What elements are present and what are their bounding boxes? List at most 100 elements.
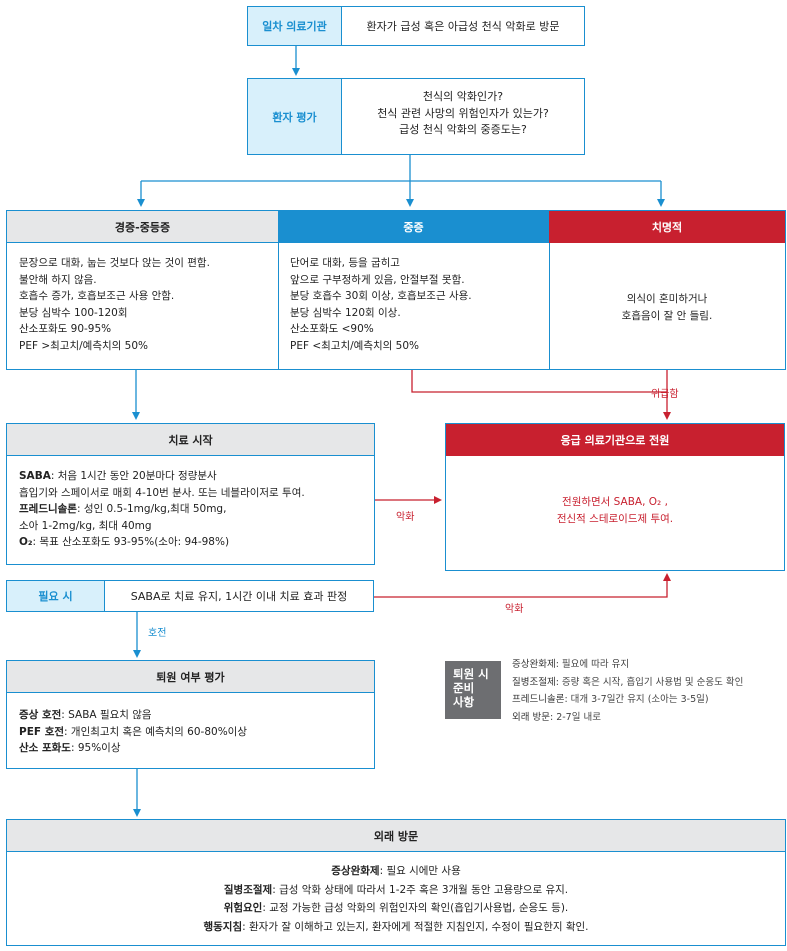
outpatient-line: 위험요인: 교정 가능한 급성 악화의 위험인자의 확인(흡입기사용법, 순응도… (7, 899, 785, 918)
outpatient-term: 행동지침 (203, 920, 243, 933)
column-divider (549, 243, 550, 369)
discharge-prep-tag-line: 사항 (453, 695, 475, 709)
outpatient-detail: : 환자가 잘 이해하고 있는지, 환자에게 적절한 지침인지, 수정이 필요한… (242, 920, 589, 933)
criteria-line: 불안해 하지 않음. (19, 273, 97, 286)
prep-value: : 2-7일 내로 (549, 711, 601, 723)
treatment-detail: : 성인 0.5-1mg/kg,최대 50mg, (76, 503, 227, 515)
discharge-term: 증상 호전 (19, 709, 62, 721)
prep-value: : 대개 3-7일간 유지 (소아는 3-5일) (564, 694, 709, 705)
discharge-term: PEF 호전 (19, 725, 65, 738)
discharge-prep-list: 증상완화제: 필요에 따라 유지 질병조절제: 증량 혹은 시작, 흡입기 사용… (512, 656, 784, 726)
treatment-detail: : 목표 산소포화도 93-95%(소아: 94-98%) (32, 536, 230, 548)
treatment-line: 흡입기와 스페이서로 매회 4-10번 분사. 또는 네블라이저로 투여. (19, 485, 369, 502)
visit-reason-text: 환자가 급성 혹은 아급성 천식 악화로 방문 (366, 20, 560, 33)
outpatient-term: 질병조절제 (223, 883, 273, 896)
assessment-questions: 천식의 악화인가? 천식 관련 사망의 위험인자가 있는가? 급성 천식 악화의… (342, 89, 584, 139)
outpatient-visit-header: 외래 방문 (7, 820, 785, 852)
prep-value: : 필요에 따라 유지 (555, 659, 630, 670)
mild-moderate-criteria: 문장으로 대화, 눕는 것보다 앉는 것이 편함. 불안해 하지 않음. 호흡수… (19, 255, 274, 354)
assessment-question: 천식 관련 사망의 위험인자가 있는가? (377, 106, 549, 120)
outpatient-line: 증상완화제: 필요 시에만 사용 (7, 862, 785, 881)
severity-table: 경증-중등증 중증 치명적 문장으로 대화, 눕는 것보다 앉는 것이 편함. … (6, 210, 786, 370)
treatment-line: 소아 1-2mg/kg, 최대 40mg (19, 518, 369, 535)
prep-value: : 증량 혹은 시작, 흡입기 사용법 및 순응도 확인 (555, 676, 744, 688)
emergency-transfer-header: 응급 의료기관으로 전원 (446, 424, 784, 456)
emergency-line: 전원하면서 SABA, O₂ , (562, 496, 668, 508)
discharge-criteria: 증상 호전: SABA 필요치 않음 PEF 호전: 개인최고치 혹은 예측치의… (19, 707, 369, 757)
discharge-prep-item: 프레드니솔론: 대개 3-7일간 유지 (소아는 3-5일) (512, 691, 784, 709)
patient-assessment-box: 환자 평가 천식의 악화인가? 천식 관련 사망의 위험인자가 있는가? 급성 … (247, 78, 585, 155)
criteria-line: 산소포화도 90-95% (19, 323, 112, 335)
outpatient-detail: : 교정 가능한 급성 악화의 위험인자의 확인(흡입기사용법, 순응도 등). (262, 902, 569, 914)
criteria-line: 호흡음이 잘 안 들림. (621, 309, 713, 322)
discharge-prep-item: 외래 방문: 2-7일 내로 (512, 709, 784, 727)
primary-care-label: 일차 의료기관 (248, 7, 342, 45)
emergency-transfer-instructions: 전원하면서 SABA, O₂ , 전신적 스테로이드제 투여. (446, 494, 784, 527)
column-divider (278, 243, 279, 369)
outpatient-visit-box: 외래 방문 증상완화제: 필요 시에만 사용 질병조절제: 급성 악화 상태에 … (6, 819, 786, 946)
criteria-line: 단어로 대화, 등을 굽히고 (290, 257, 400, 269)
outpatient-term: 위험요인 (223, 902, 263, 914)
treatment-detail: 소아 1-2mg/kg, 최대 40mg (19, 519, 152, 532)
discharge-line: PEF 호전: 개인최고치 혹은 예측치의 60-80%이상 (19, 724, 369, 741)
prep-key: 증상완화제 (512, 659, 556, 670)
patient-assessment-label: 환자 평가 (248, 79, 342, 154)
fatal-header: 치명적 (549, 211, 785, 243)
severe-criteria: 단어로 대화, 등을 굽히고 앞으로 구부정하게 있음, 안절부절 못함. 분당… (290, 255, 545, 354)
outpatient-instructions: 증상완화제: 필요 시에만 사용 질병조절제: 급성 악화 상태에 따라서 1-… (7, 862, 785, 936)
treatment-term: SABA (19, 470, 51, 482)
criteria-line: 분당 심박수 100-120회 (19, 306, 128, 319)
discharge-prep-item: 질병조절제: 증량 혹은 시작, 흡입기 사용법 및 순응도 확인 (512, 674, 784, 692)
treatment-instructions: SABA: 처음 1시간 동안 20분마다 정량분사 흡입기와 스페이서로 매회… (19, 468, 369, 551)
discharge-term: 산소 포화도 (19, 742, 71, 754)
mild-moderate-header: 경증-중등증 (7, 211, 278, 243)
treatment-line: 프레드니솔론: 성인 0.5-1mg/kg,최대 50mg, (19, 501, 369, 518)
treatment-detail: : 처음 1시간 동안 20분마다 정량분사 (50, 470, 217, 482)
treatment-line: SABA: 처음 1시간 동안 20분마다 정량분사 (19, 468, 369, 485)
treatment-line: O₂: 목표 산소포화도 93-95%(소아: 94-98%) (19, 534, 369, 551)
emergency-transfer-box: 응급 의료기관으로 전원 전원하면서 SABA, O₂ , 전신적 스테로이드제… (445, 423, 785, 571)
outpatient-detail: : 필요 시에만 사용 (379, 865, 461, 877)
discharge-prep-tag-line: 퇴원 시 (453, 667, 489, 681)
worsen-edge-label: 악화 (396, 512, 415, 523)
outpatient-term: 증상완화제 (331, 865, 380, 877)
assessment-question: 천식의 악화인가? (422, 90, 504, 103)
criteria-line: 분당 호흡수 30회 이상, 호흡보조근 사용. (290, 290, 472, 302)
discharge-line: 증상 호전: SABA 필요치 않음 (19, 707, 369, 724)
criteria-line: 의식이 혼미하거나 (626, 293, 708, 305)
prep-key: 질병조절제 (512, 676, 556, 688)
outpatient-line: 행동지침: 환자가 잘 이해하고 있는지, 환자에게 적절한 지침인지, 수정이… (7, 918, 785, 937)
treatment-term: O₂ (19, 536, 33, 548)
primary-care-box: 일차 의료기관 환자가 급성 혹은 아급성 천식 악화로 방문 (247, 6, 585, 46)
worsen-edge-label: 악화 (505, 604, 524, 615)
fatal-criteria: 의식이 혼미하거나 호흡음이 잘 안 들림. (549, 291, 785, 324)
outpatient-detail: : 급성 악화 상태에 따라서 1-2주 혹은 3개월 동안 고용량으로 유지. (272, 883, 569, 896)
as-needed-label: 필요 시 (7, 581, 105, 611)
discharge-evaluation-header: 퇴원 여부 평가 (7, 661, 374, 693)
discharge-prep-tag-line: 준비 (453, 681, 475, 695)
criteria-line: 호흡수 증가, 호흡보조근 사용 안함. (19, 290, 175, 302)
emergency-line: 전신적 스테로이드제 투여. (556, 512, 674, 525)
treatment-start-header: 치료 시작 (7, 424, 374, 456)
urgent-edge-label: 위급함 (651, 389, 679, 400)
criteria-line: 산소포화도 <90% (290, 323, 374, 335)
criteria-line: 문장으로 대화, 눕는 것보다 앉는 것이 편함. (19, 257, 210, 269)
discharge-detail: : SABA 필요치 않음 (61, 709, 152, 721)
prep-key: 프레드니솔론 (512, 694, 565, 705)
criteria-line: 분당 심박수 120회 이상. (290, 306, 401, 319)
discharge-prep-tag: 퇴원 시 준비 사항 (445, 661, 501, 719)
discharge-line: 산소 포화도: 95%이상 (19, 740, 369, 757)
outpatient-line: 질병조절제: 급성 악화 상태에 따라서 1-2주 혹은 3개월 동안 고용량으… (7, 881, 785, 900)
treatment-detail: 흡입기와 스페이서로 매회 4-10번 분사. 또는 네블라이저로 투여. (19, 486, 305, 499)
as-needed-text: SABA로 치료 유지, 1시간 이내 치료 효과 판정 (130, 590, 348, 603)
as-needed-box: 필요 시 SABA로 치료 유지, 1시간 이내 치료 효과 판정 (6, 580, 374, 612)
discharge-evaluation-box: 퇴원 여부 평가 증상 호전: SABA 필요치 않음 PEF 호전: 개인최고… (6, 660, 375, 769)
prep-key: 외래 방문 (512, 711, 550, 723)
criteria-line: PEF <최고치/예측치의 50% (290, 339, 419, 352)
treatment-start-box: 치료 시작 SABA: 처음 1시간 동안 20분마다 정량분사 흡입기와 스페… (6, 423, 375, 565)
criteria-line: PEF >최고치/예측치의 50% (19, 339, 148, 352)
discharge-detail: : 95%이상 (70, 742, 121, 754)
discharge-prep-item: 증상완화제: 필요에 따라 유지 (512, 656, 784, 674)
discharge-detail: : 개인최고치 혹은 예측치의 60-80%이상 (64, 725, 247, 738)
treatment-term: 프레드니솔론 (19, 503, 77, 515)
